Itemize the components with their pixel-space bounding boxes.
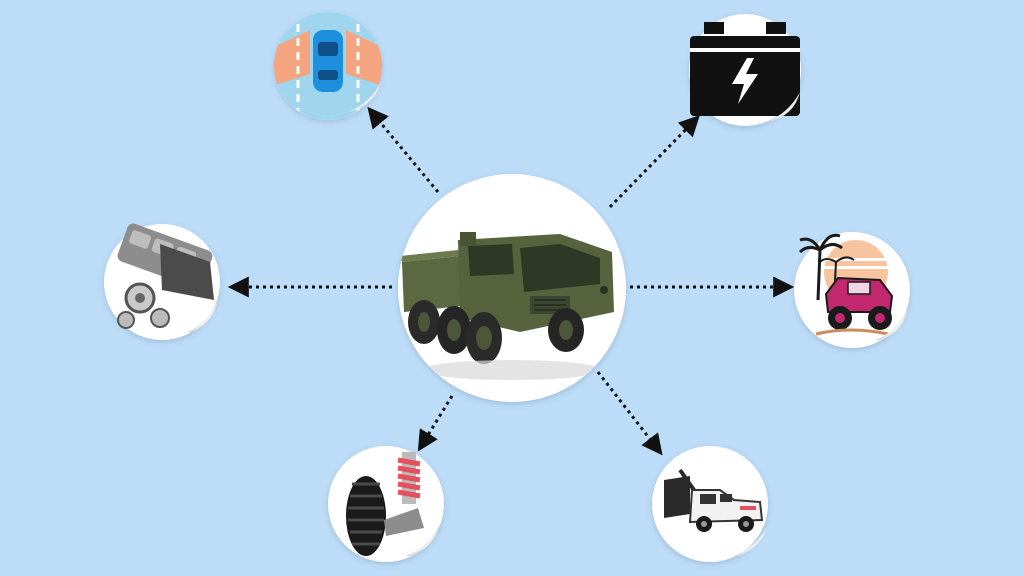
arrow-to-suspension (417, 395, 454, 452)
military-truck-image (398, 174, 626, 402)
offroad-jeep-icon (794, 232, 910, 348)
car-battery-icon (689, 14, 801, 126)
arrow-to-tow-truck (596, 371, 663, 456)
car-blind-spot-icon (274, 12, 382, 120)
v8-engine-icon (104, 223, 220, 340)
connector-arrows (227, 106, 795, 456)
tow-truck-icon (652, 446, 768, 562)
wheel-suspension-icon (328, 446, 444, 562)
